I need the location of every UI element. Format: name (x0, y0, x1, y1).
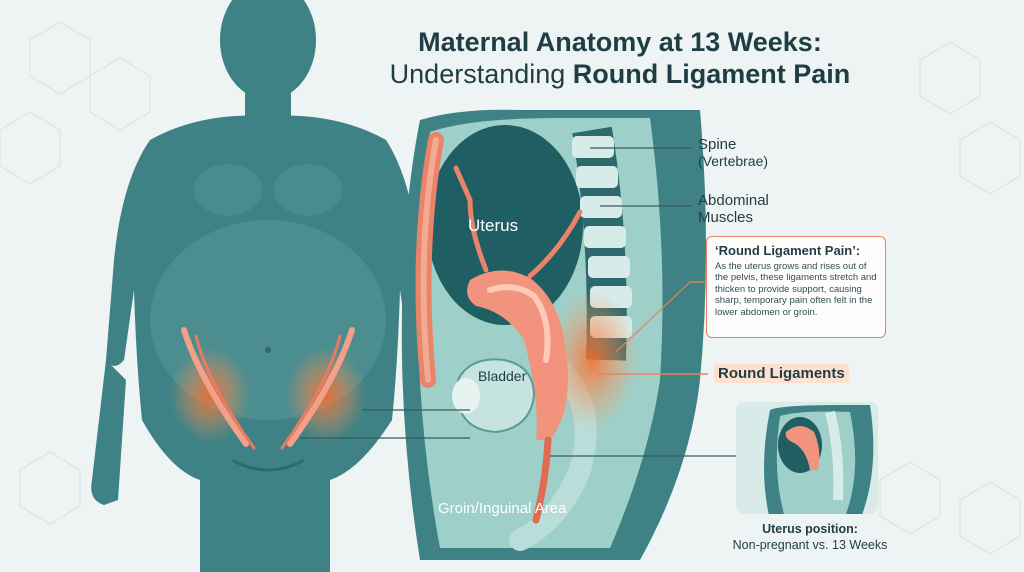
label-bladder: Bladder (478, 368, 526, 384)
inset-caption: Uterus position: Non-pregnant vs. 13 Wee… (710, 522, 910, 553)
callout-title: ‘Round Ligament Pain’: (715, 243, 877, 258)
round-ligament-pain-callout: ‘Round Ligament Pain’: As the uterus gro… (706, 236, 886, 338)
label-spine: Spine (Vertebrae) (698, 136, 768, 171)
label-spine-main: Spine (698, 136, 736, 153)
title-line-2: Understanding Round Ligament Pain (330, 58, 910, 90)
title-line-1: Maternal Anatomy at 13 Weeks: (330, 26, 910, 58)
callout-body: As the uterus grows and rises out of the… (715, 261, 877, 318)
label-round-ligaments: Round Ligaments (714, 364, 849, 383)
label-abdominal-line-1: Abdominal (698, 192, 769, 209)
label-abdominal-line-2: Muscles (698, 209, 753, 226)
label-groin: Groin/Inguinal Area (438, 500, 566, 517)
inset-caption-text: Non-pregnant vs. 13 Weeks (733, 538, 888, 552)
inset-caption-title: Uterus position: (710, 522, 910, 538)
label-uterus: Uterus (468, 216, 518, 236)
label-abdominal-muscles: Abdominal Muscles (698, 192, 769, 227)
page-title: Maternal Anatomy at 13 Weeks: Understand… (330, 26, 910, 91)
title-line-2-emphasis: Round Ligament Pain (573, 59, 851, 89)
title-line-2-prefix: Understanding (390, 59, 573, 89)
inset-panel (736, 402, 878, 520)
label-spine-sub: (Vertebrae) (698, 153, 768, 169)
sagittal-section (402, 110, 706, 560)
